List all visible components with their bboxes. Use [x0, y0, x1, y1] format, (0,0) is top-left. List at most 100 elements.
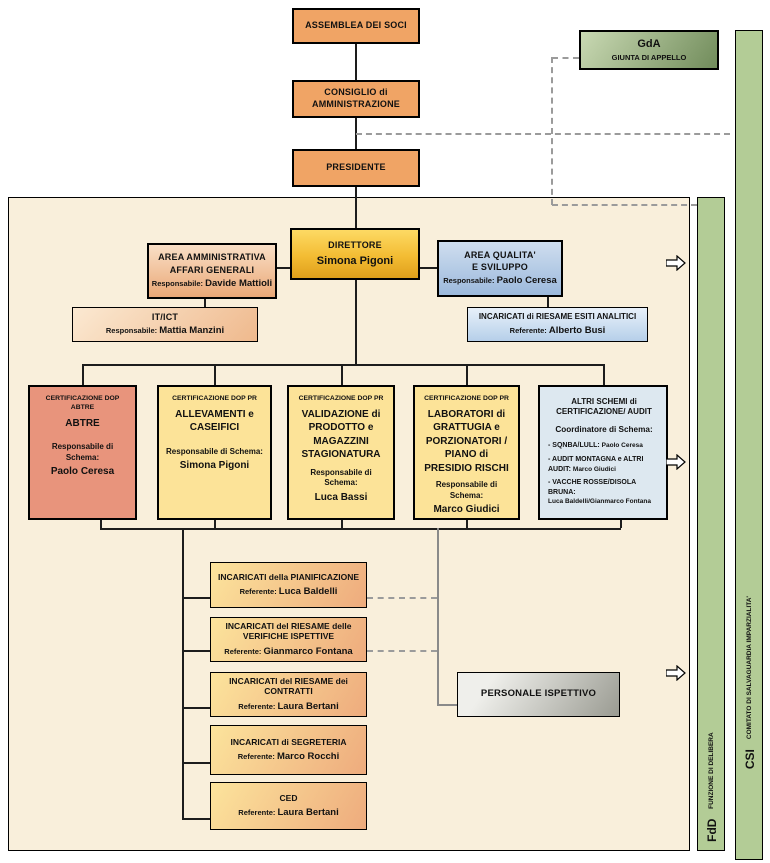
dashed-gda-h	[552, 57, 579, 59]
role-label: Responsabile:	[151, 278, 204, 288]
node-segreteria: INCARICATI di SEGRETERIA Referente: Marc…	[210, 725, 367, 775]
connector-direttore-areaqual	[420, 267, 437, 269]
node-it-ict: IT/ICT Responsabile: Mattia Manzini	[72, 307, 258, 342]
cert-role-label: Responsabile di Schema:	[51, 442, 114, 462]
altri-item-name: Marco Giudici	[572, 465, 616, 473]
connector-stub-pianificazione	[182, 597, 210, 599]
node-cert-validazione: CERTIFICAZIONE DOP PR VALIDAZIONE di PRO…	[287, 385, 395, 520]
bar-csi: CSI COMITATO DI SALVAGUARDIA IMPARZIALITA…	[735, 30, 763, 860]
altri-item-name: Paolo Ceresa	[601, 442, 643, 450]
connector-drop-cert4	[466, 364, 468, 385]
role-label: Referente:	[509, 325, 547, 335]
personale-title: PERSONALE ISPETTIVO	[480, 688, 597, 700]
cert-role-name: Luca Bassi	[314, 491, 368, 503]
area-qual-role: Responsabile: Paolo Ceresa	[443, 275, 557, 287]
bar-csi-abbr: CSI	[743, 748, 757, 769]
role-name: Marco Rocchi	[276, 751, 340, 763]
altri-item-label: - VACCHE ROSSE/DISOLA BRUNA:	[548, 479, 636, 496]
direttore-title: DIRETTORE	[328, 240, 382, 250]
cert-role-label: Responsabile di Schema:	[310, 467, 372, 488]
bar-fdd-abbr: FdD	[705, 818, 719, 842]
altri-item-label: - SQNBA/LULL:	[548, 442, 600, 450]
node-riesame-esiti: INCARICATI di RIESAME ESITI ANALITICI Re…	[467, 307, 648, 342]
cert-role-name: Marco Giudici	[433, 504, 500, 516]
node-cert-laboratori: CERTIFICAZIONE DOP PR LABORATORI di GRAT…	[413, 385, 520, 520]
stack-role: Referente: Marco Rocchi	[238, 751, 339, 763]
connector-drop-cert2	[214, 364, 216, 385]
altri-item: - VACCHE ROSSE/DISOLA BRUNA: Luca Baldel…	[548, 478, 660, 507]
connector-drop-cert3	[341, 364, 343, 385]
cert-title: ABTRE	[65, 417, 100, 429]
bar-csi-text: CSI COMITATO DI SALVAGUARDIA IMPARZIALITA…	[741, 596, 759, 769]
node-consiglio-label: CONSIGLIO di AMMINISTRAZIONE	[312, 87, 400, 109]
connector-drop-cert1	[82, 364, 84, 385]
role-label: Responsabile:	[105, 325, 158, 335]
connector-direttore-bus	[355, 280, 357, 364]
altri-item-label: - AUDIT MONTAGNA e ALTRI AUDIT:	[548, 456, 644, 473]
connector-areaamm-direttore	[277, 267, 290, 269]
altri-item: - AUDIT MONTAGNA e ALTRI AUDIT: Marco Gi…	[548, 455, 660, 474]
connector-drop-cert5	[603, 364, 605, 385]
direttore-name: Simona Pigoni	[316, 254, 394, 267]
role-name: Mattia Manzini	[159, 324, 225, 336]
stack-title: INCARICATI della PIANIFICAZIONE	[217, 571, 360, 582]
role-name: Laura Bertani	[277, 700, 339, 712]
dashed-gda-fdd	[552, 204, 697, 206]
gda-abbr: GdA	[637, 37, 661, 50]
connector-personale	[437, 704, 457, 706]
area-amm-line1: AREA AMMINISTRATIVA	[158, 252, 266, 263]
node-area-qualita: AREA QUALITA' E SVILUPPO Responsabile: P…	[437, 240, 563, 297]
node-direttore: DIRETTORE Simona Pigoni	[290, 228, 420, 280]
node-ced: CED Referente: Laura Bertani	[210, 782, 367, 830]
connector-stub-ced	[182, 818, 210, 820]
connector-left-rail	[182, 528, 184, 819]
cert-tag: CERTIFICAZIONE DOP PR	[172, 395, 257, 402]
bar-csi-label: COMITATO DI SALVAGUARDIA IMPARZIALITA'	[746, 595, 753, 739]
cert-tag: CERTIFICAZIONE DOP PR	[298, 395, 384, 402]
bar-fdd-label: FUNZIONE DI DELIBERA	[708, 732, 715, 809]
dashed-consiglio-csi	[356, 133, 730, 135]
stack-title: CED	[279, 792, 298, 803]
node-consiglio: CONSIGLIO di AMMINISTRAZIONE	[292, 80, 420, 118]
node-area-amministrativa: AREA AMMINISTRATIVA AFFARI GENERALI Resp…	[147, 243, 277, 299]
it-ict-title: IT/ICT	[151, 311, 179, 322]
dashed-verifiche-rail	[367, 650, 437, 652]
stack-title: INCARICATI di SEGRETERIA	[230, 736, 347, 747]
cert-role-label: Responsabile di Schema:	[166, 446, 263, 456]
area-amm-role: Responsabile: Davide Mattioli	[152, 278, 272, 290]
connector-stub-verifiche	[182, 650, 210, 652]
role-label: Referente:	[239, 587, 277, 597]
flow-arrow-icon	[666, 454, 686, 470]
role-label: Referente:	[237, 752, 275, 762]
node-presidente: PRESIDENTE	[292, 149, 420, 187]
connector-cert5-bus2	[620, 520, 622, 528]
role-label: Referente:	[238, 808, 276, 818]
connector-assemblea-consiglio	[355, 44, 357, 80]
connector-presidente-direttore	[355, 187, 357, 228]
cert-role-label: Responsabile di Schema:	[435, 480, 498, 500]
it-ict-role: Responsabile: Mattia Manzini	[106, 325, 224, 337]
connector-stub-segreteria	[182, 762, 210, 764]
connector-stub-contratti	[182, 707, 210, 709]
connector-bus1	[82, 364, 605, 366]
role-label: Referente:	[224, 646, 262, 656]
role-name: Paolo Ceresa	[496, 275, 557, 287]
altri-item-name: Luca Baldelli/Gianmarco Fontana	[548, 498, 651, 506]
area-qual-line2: E SVILUPPO	[471, 262, 528, 273]
stack-title: INCARICATI del RIESAME delle VERIFICHE I…	[225, 620, 352, 642]
bar-fdd: FdD FUNZIONE DI DELIBERA	[697, 197, 725, 851]
cert-title: VALIDAZIONE di PRODOTTO e MAGAZZINI STAG…	[301, 408, 381, 461]
cert-title: LABORATORI di GRATTUGIA e PORZIONATORI /…	[424, 408, 509, 474]
altri-coord-label: Coordinatore di Schema:	[555, 424, 653, 434]
area-amm-line2: AFFARI GENERALI	[169, 264, 255, 275]
dashed-pianificazione-rail	[367, 597, 437, 599]
riesame-title: INCARICATI di RIESAME ESITI ANALITICI	[478, 312, 637, 322]
role-name: Gianmarco Fontana	[263, 645, 353, 657]
role-name: Davide Mattioli	[205, 277, 273, 289]
flow-arrow-icon	[666, 255, 686, 271]
node-cert-allevamenti: CERTIFICAZIONE DOP PR ALLEVAMENTI e CASE…	[157, 385, 272, 520]
node-altri-schemi: ALTRI SCHEMI di CERTIFICAZIONE/ AUDIT Co…	[538, 385, 668, 520]
connector-cert1-bus2	[100, 520, 102, 528]
connector-right-rail	[437, 528, 439, 705]
